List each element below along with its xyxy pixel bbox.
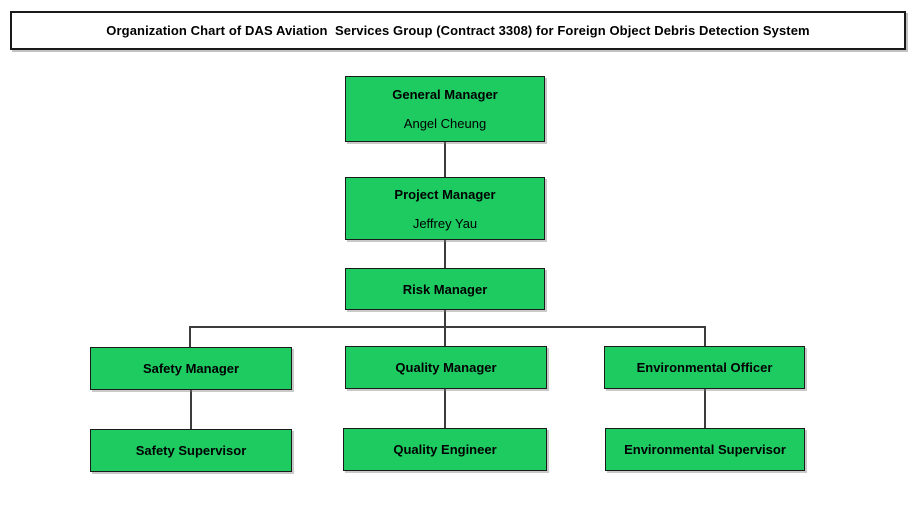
role-label: Quality Manager	[395, 360, 497, 375]
connector-branch-bus	[189, 326, 706, 328]
org-node-quality-manager: Quality Manager	[345, 346, 547, 389]
role-label: Environmental Supervisor	[624, 442, 786, 457]
connector-pm-to-rm	[444, 240, 446, 268]
connector-rm-to-bus	[444, 310, 446, 327]
connector-bus-to-sm	[189, 326, 191, 347]
org-node-quality-engineer: Quality Engineer	[343, 428, 547, 471]
connector-eo-to-es	[704, 389, 706, 428]
org-node-environmental-officer: Environmental Officer	[604, 346, 805, 389]
person-label: Jeffrey Yau	[412, 215, 478, 231]
role-label: Risk Manager	[402, 281, 488, 297]
chart-title-box: Organization Chart of DAS Aviation Servi…	[10, 11, 906, 50]
role-label: Quality Engineer	[393, 442, 497, 457]
chart-title: Organization Chart of DAS Aviation Servi…	[106, 23, 810, 38]
org-node-project-manager: Project Manager Jeffrey Yau	[345, 177, 545, 240]
org-node-general-manager: General Manager Angel Cheung	[345, 76, 545, 142]
role-label: Project Manager	[394, 186, 496, 202]
person-label: Angel Cheung	[403, 116, 487, 131]
connector-sm-to-ss	[190, 390, 192, 429]
role-label: General Manager	[392, 87, 498, 102]
connector-bus-to-eo	[704, 326, 706, 346]
org-node-risk-manager: Risk Manager	[345, 268, 545, 310]
role-label: Environmental Officer	[636, 360, 773, 375]
role-label: Safety Supervisor	[135, 443, 247, 458]
org-node-safety-manager: Safety Manager	[90, 347, 292, 390]
org-node-safety-supervisor: Safety Supervisor	[90, 429, 292, 472]
role-label: Safety Manager	[142, 361, 240, 376]
org-node-environmental-supervisor: Environmental Supervisor	[605, 428, 805, 471]
connector-bus-to-qm	[444, 326, 446, 346]
connector-qm-to-qe	[444, 389, 446, 428]
connector-gm-to-pm	[444, 142, 446, 177]
